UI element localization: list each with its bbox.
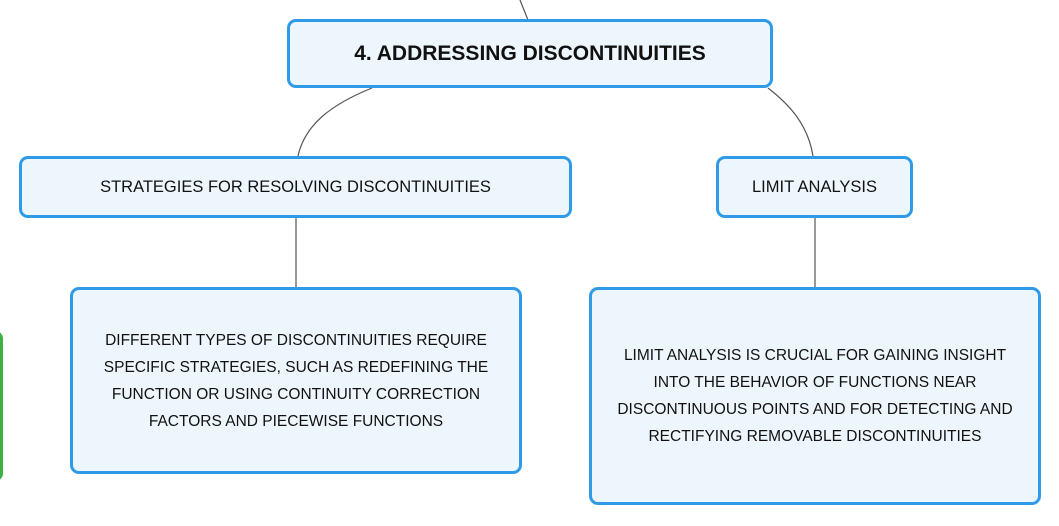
connector-root-to-strategies <box>297 87 373 157</box>
root-node-label: 4. ADDRESSING DISCONTINUITIES <box>354 41 706 65</box>
root-node[interactable]: 4. ADDRESSING DISCONTINUITIES <box>287 19 773 88</box>
connector-root-to-limit-analysis <box>767 87 814 157</box>
connector-parent-to-root <box>519 0 529 21</box>
branch-node-limit-analysis[interactable]: LIMIT ANALYSIS <box>716 156 913 218</box>
branch-node-label: STRATEGIES FOR RESOLVING DISCONTINUITIES <box>100 177 491 196</box>
detail-node-text: LIMIT ANALYSIS IS CRUCIAL FOR GAINING IN… <box>617 347 1013 445</box>
detail-node-text: DIFFERENT TYPES OF DISCONTINUITIES REQUI… <box>103 331 489 430</box>
offscreen-node-edge[interactable] <box>0 331 3 481</box>
branch-node-strategies[interactable]: STRATEGIES FOR RESOLVING DISCONTINUITIES <box>19 156 572 218</box>
detail-node-limit-analysis[interactable]: LIMIT ANALYSIS IS CRUCIAL FOR GAINING IN… <box>589 287 1041 505</box>
detail-node-strategies[interactable]: DIFFERENT TYPES OF DISCONTINUITIES REQUI… <box>70 287 522 474</box>
branch-node-label: LIMIT ANALYSIS <box>751 177 878 196</box>
